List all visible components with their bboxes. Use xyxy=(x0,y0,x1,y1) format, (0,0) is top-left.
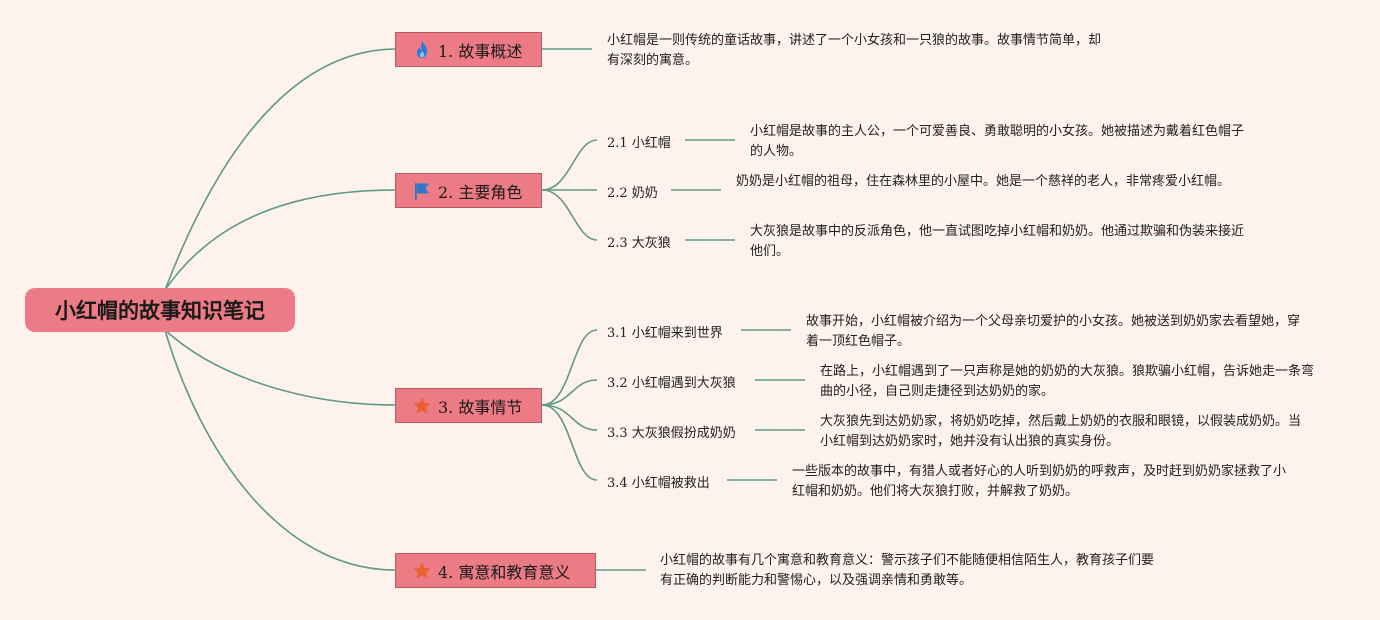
sub-note-plot-3: 大灰狼先到达奶奶家，将奶奶吃掉，然后戴上奶奶的衣服和眼镜，以假装成奶奶。当小红帽… xyxy=(820,414,1302,449)
sub-note-little-red: 小红帽是故事的主人公，一个可爱善良、勇敢聪明的小女孩。她被描述为戴着红色帽子的人… xyxy=(750,124,1245,159)
sub-node-plot-3[interactable]: 3.3 大灰狼假扮成奶奶 xyxy=(607,426,736,441)
fire-icon xyxy=(417,40,428,58)
root-title: 小红帽的故事知识笔记 xyxy=(55,299,265,323)
sub-note-plot-2: 在路上，小红帽遇到了一只声称是她的奶奶的大灰狼。狼欺骗小红帽，告诉她走一条弯曲的… xyxy=(820,364,1315,399)
sub-note-plot-1: 故事开始，小红帽被介绍为一个父母亲切爱护的小女孩。她被送到奶奶家去看望她，穿着一… xyxy=(806,314,1301,349)
connector-line xyxy=(164,329,396,571)
sub-node-wolf[interactable]: 2.3 大灰狼 xyxy=(607,236,671,251)
sub-note-plot-4: 一些版本的故事中，有猎人或者好心的人听到奶奶的呼救声，及时赶到奶奶家拯救了小红帽… xyxy=(792,464,1287,499)
connector-line xyxy=(541,379,598,406)
star-icon xyxy=(413,562,431,579)
sub-note-wolf: 大灰狼是故事中的反派角色，他一直试图吃掉小红帽和奶奶。他通过欺骗和伪装来接近他们… xyxy=(750,224,1245,259)
branch-label: 4. 寓意和教育意义 xyxy=(438,562,571,582)
branch-label: 1. 故事概述 xyxy=(438,41,523,61)
branch-node-moral[interactable]: 4. 寓意和教育意义 xyxy=(395,553,596,588)
sub-node-little-red[interactable]: 2.1 小红帽 xyxy=(607,136,671,151)
connector-line xyxy=(541,329,598,406)
branch-node-characters[interactable]: 2. 主要角色 xyxy=(395,173,542,208)
sub-node-plot-2[interactable]: 3.2 小红帽遇到大灰狼 xyxy=(607,376,736,391)
star-icon xyxy=(413,397,431,414)
branch-label: 3. 故事情节 xyxy=(438,397,523,417)
branch-label: 2. 主要角色 xyxy=(438,182,523,202)
sub-note-grandma: 奶奶是小红帽的祖母，住在森林里的小屋中。她是一个慈祥的老人，非常疼爱小红帽。 xyxy=(736,174,1231,189)
connector-line xyxy=(541,404,598,431)
branch-node-overview[interactable]: 1. 故事概述 xyxy=(395,32,542,67)
branch-note-overview: 小红帽是一则传统的童话故事，讲述了一个小女孩和一只狼的故事。故事情节简单，却有深… xyxy=(607,33,1102,68)
sub-node-plot-4[interactable]: 3.4 小红帽被救出 xyxy=(607,476,710,491)
connector-line xyxy=(541,139,598,191)
sub-node-grandma[interactable]: 2.2 奶奶 xyxy=(607,186,658,201)
root-node[interactable]: 小红帽的故事知识笔记 xyxy=(25,288,295,332)
connector-line xyxy=(164,48,396,291)
branch-note-moral: 小红帽的故事有几个寓意和教育意义：警示孩子们不能随便相信陌生人，教育孩子们要有正… xyxy=(660,553,1155,588)
branch-node-plot[interactable]: 3. 故事情节 xyxy=(395,388,542,423)
connector-line xyxy=(164,189,396,291)
connector-line xyxy=(164,329,396,406)
connector-line xyxy=(541,189,598,241)
connector-line xyxy=(541,404,598,481)
sub-node-plot-1[interactable]: 3.1 小红帽来到世界 xyxy=(607,326,723,341)
flag-icon xyxy=(415,182,429,200)
